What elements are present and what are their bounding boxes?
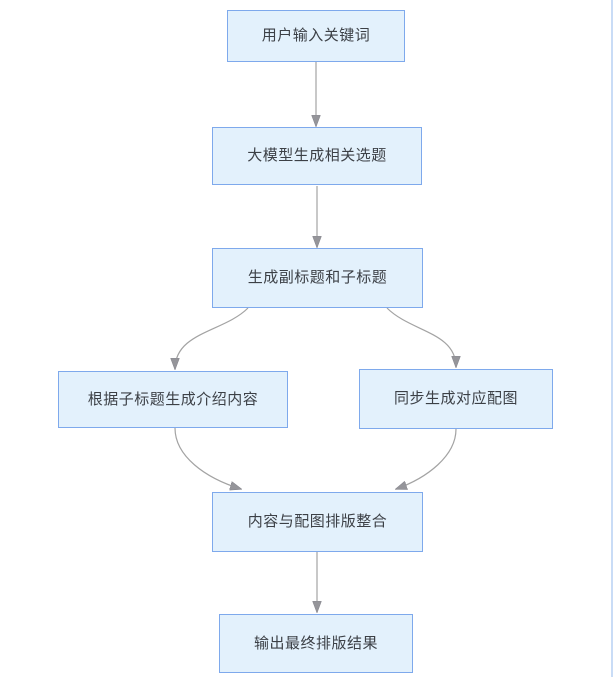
flow-node-generate-subtitles[interactable]: 生成副标题和子标题 [212, 248, 423, 308]
flow-node-generate-content[interactable]: 根据子标题生成介绍内容 [58, 371, 288, 428]
edge-subtitles-to-content [175, 307, 249, 369]
node-label: 大模型生成相关选题 [247, 147, 387, 164]
flow-node-merge-layout[interactable]: 内容与配图排版整合 [212, 492, 423, 552]
edge-subtitles-to-images [386, 307, 456, 367]
node-label: 用户输入关键词 [261, 27, 371, 44]
flow-node-generate-images[interactable]: 同步生成对应配图 [359, 369, 553, 429]
edge-images-to-merge [396, 428, 457, 489]
node-label: 根据子标题生成介绍内容 [87, 390, 259, 408]
canvas-right-edge-line [611, 0, 613, 677]
flow-node-output-result[interactable]: 输出最终排版结果 [219, 614, 413, 673]
flow-node-user-input[interactable]: 用户输入关键词 [227, 10, 405, 62]
flow-node-generate-topics[interactable]: 大模型生成相关选题 [212, 127, 422, 185]
node-label: 生成副标题和子标题 [247, 269, 388, 286]
node-label: 输出最终排版结果 [253, 634, 378, 652]
node-label: 内容与配图排版整合 [247, 513, 388, 530]
edge-content-to-merge [174, 427, 241, 489]
node-label: 同步生成对应配图 [393, 390, 518, 407]
